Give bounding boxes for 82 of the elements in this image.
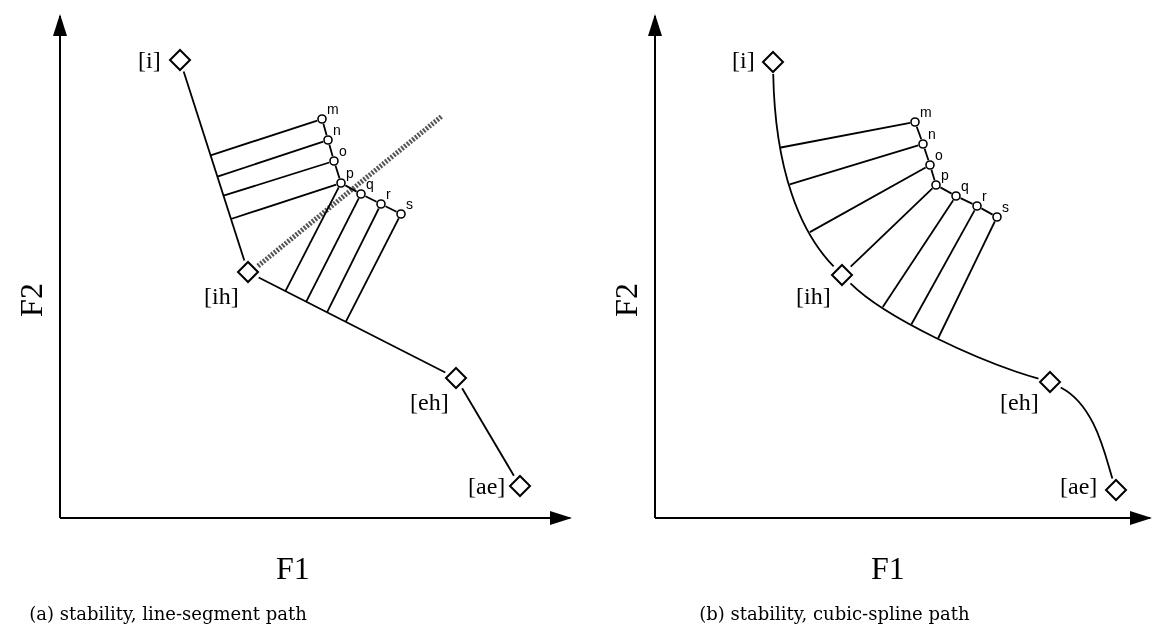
- point-label: r: [982, 189, 987, 203]
- path-line: [1059, 386, 1114, 480]
- vowel-diamond: [509, 475, 531, 497]
- projection-line: [209, 119, 319, 157]
- point-label: s: [406, 197, 413, 211]
- path-line: [364, 195, 378, 203]
- path-line: [930, 168, 936, 182]
- projection-line: [779, 122, 911, 149]
- projection-line: [305, 197, 360, 303]
- point-circle: [918, 139, 928, 149]
- path-line: [772, 73, 835, 268]
- vowel-diamond: [169, 49, 191, 71]
- point-circle: [396, 209, 406, 219]
- axis-label: F1: [871, 552, 905, 584]
- projection-line: [937, 220, 996, 340]
- path-line: [328, 143, 334, 158]
- point-label: o: [339, 144, 347, 158]
- point-label: s: [1002, 200, 1009, 214]
- projection-line: [344, 217, 400, 323]
- vowel-label: [eh]: [410, 390, 449, 414]
- point-label: p: [346, 166, 354, 180]
- axis-label: F2: [14, 283, 47, 317]
- point-label: r: [386, 187, 391, 201]
- point-label: q: [961, 179, 969, 193]
- path-line: [461, 387, 515, 477]
- path-line: [384, 205, 398, 213]
- vowel-diamond: [831, 264, 853, 286]
- point-circle: [992, 212, 1002, 222]
- point-circle: [356, 189, 366, 199]
- projection-line: [788, 144, 920, 186]
- point-label: m: [920, 105, 932, 119]
- point-circle: [317, 114, 327, 124]
- path-line: [915, 125, 923, 141]
- projection-line: [216, 140, 325, 178]
- point-label: m: [327, 102, 339, 116]
- point-label: p: [941, 168, 949, 182]
- axis-label: F1: [276, 552, 310, 584]
- point-circle: [376, 199, 386, 209]
- vowel-label: [ih]: [796, 284, 831, 308]
- path-line: [257, 276, 447, 374]
- vowel-diamond: [445, 367, 467, 389]
- point-label: n: [928, 127, 936, 141]
- projection-line: [284, 186, 340, 292]
- vowel-diamond: [1039, 371, 1061, 393]
- panel-caption: (b) stability, cubic-spline path: [699, 605, 970, 623]
- point-circle: [951, 191, 961, 201]
- path-line: [849, 282, 1040, 380]
- path-line: [322, 122, 328, 137]
- projection-line: [881, 199, 955, 308]
- vowel-diamond: [237, 261, 259, 283]
- projection-line: [326, 207, 380, 314]
- path-line: [344, 184, 358, 193]
- axis-label: F2: [609, 283, 642, 317]
- path-line: [334, 164, 341, 180]
- point-circle: [931, 180, 941, 190]
- point-circle: [910, 117, 920, 127]
- panel-caption: (a) stability, line-segment path: [29, 605, 307, 623]
- projection-line: [910, 209, 976, 326]
- point-label: q: [366, 177, 374, 191]
- projection-line: [222, 161, 331, 197]
- path-line: [182, 70, 246, 262]
- vowel-label: [i]: [138, 48, 161, 72]
- path-line: [980, 207, 994, 216]
- point-circle: [925, 160, 935, 170]
- point-label: o: [935, 148, 943, 162]
- point-circle: [329, 156, 339, 166]
- vowel-label: [ae]: [468, 474, 506, 498]
- vowel-label: [ih]: [204, 284, 239, 308]
- projection-line: [809, 166, 927, 234]
- point-circle: [323, 135, 333, 145]
- vowel-label: [ae]: [1060, 474, 1098, 498]
- path-line: [959, 197, 974, 205]
- point-circle: [972, 201, 982, 211]
- point-label: n: [333, 123, 341, 137]
- vowel-label: [i]: [732, 48, 755, 72]
- path-line: [939, 186, 953, 195]
- vowel-diamond: [1105, 479, 1127, 501]
- projection-line: [849, 187, 934, 268]
- projection-line: [230, 183, 338, 220]
- vowel-diamond: [762, 51, 784, 73]
- vowel-label: [eh]: [1000, 390, 1039, 414]
- point-circle: [336, 178, 346, 188]
